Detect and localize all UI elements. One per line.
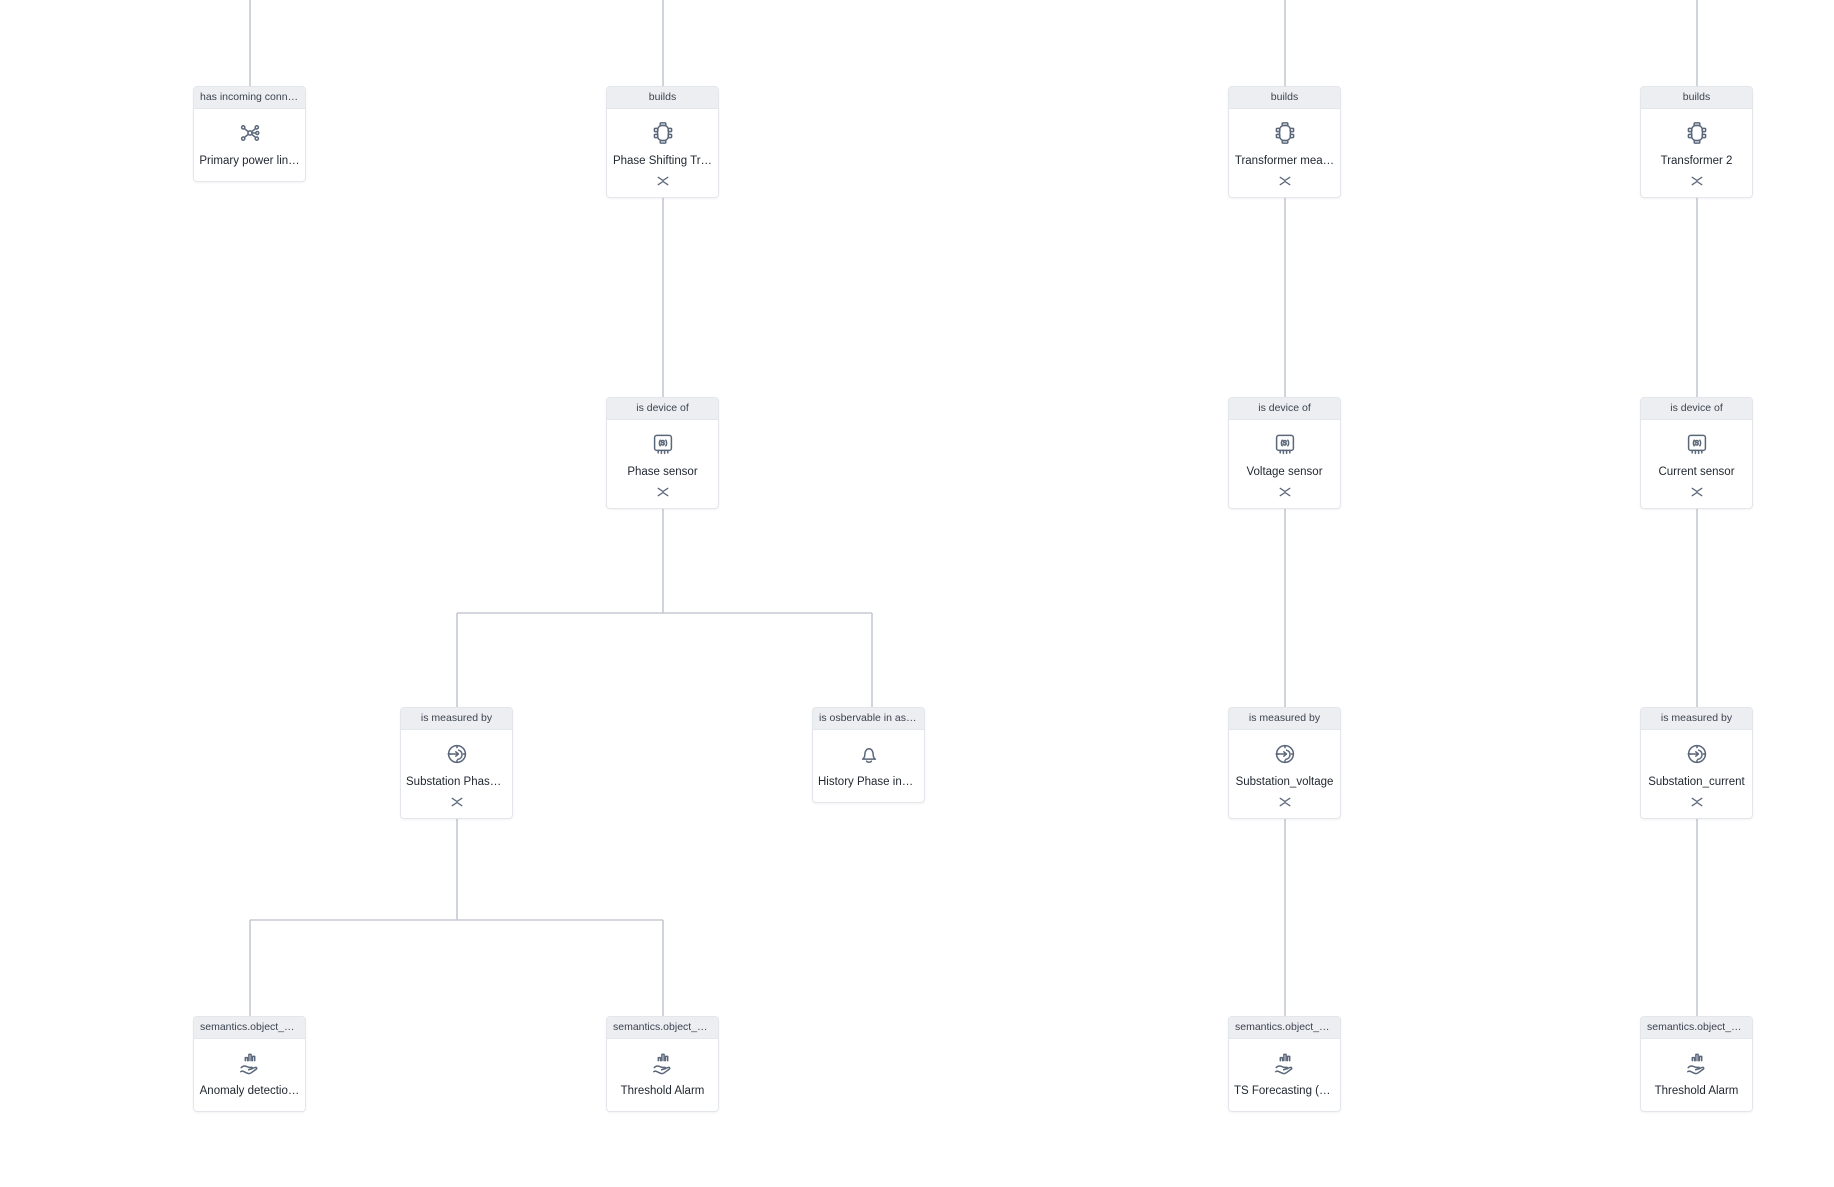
node-body-substation-voltage: Substation_voltage (1229, 730, 1340, 819)
collapse-chevron-icon[interactable] (655, 486, 671, 498)
node-label-substation-phase: Substation Phase… (406, 775, 507, 788)
node-body-history-phase-inactive: History Phase ina… (813, 730, 924, 803)
hand-chart-icon (1685, 1051, 1709, 1075)
node-label-voltage-sensor: Voltage sensor (1246, 465, 1323, 478)
node-body-threshold-alarm-current: Threshold Alarm (1641, 1039, 1752, 1112)
node-body-current-sensor: Current sensor (1641, 420, 1752, 509)
node-header-substation-phase: is measured by (401, 708, 512, 730)
node-label-transformer-measurement: Transformer mea… (1234, 154, 1335, 167)
graph-node-substation-voltage[interactable]: is measured by Substation_voltage (1228, 707, 1341, 819)
graph-node-phase-sensor[interactable]: is device of Phase sensor (606, 397, 719, 509)
node-label-primary-power-line: Primary power lin… (199, 154, 300, 167)
node-header-ts-forecasting: semantics.object_pr… (1229, 1017, 1340, 1039)
hand-chart-icon (238, 1051, 262, 1075)
graph-node-history-phase-inactive[interactable]: is osbervable in asset History Phase ina… (812, 707, 925, 803)
collapse-chevron-icon[interactable] (1277, 486, 1293, 498)
measurement-gauge-icon (1273, 742, 1297, 766)
node-label-threshold-alarm-phase: Threshold Alarm (620, 1084, 705, 1097)
transformer-icon (1273, 121, 1297, 145)
node-body-ts-forecasting: TS Forecasting (L… (1229, 1039, 1340, 1112)
node-label-phase-shifting-transformer: Phase Shifting Tr… (612, 154, 713, 167)
graph-node-threshold-alarm-current[interactable]: semantics.object_pr… Threshold Alarm (1640, 1016, 1753, 1112)
node-body-phase-sensor: Phase sensor (607, 420, 718, 509)
node-body-voltage-sensor: Voltage sensor (1229, 420, 1340, 509)
node-header-substation-current: is measured by (1641, 708, 1752, 730)
sensor-chip-icon (651, 432, 675, 456)
node-header-transformer-2: builds (1641, 87, 1752, 109)
node-label-anomaly-detection: Anomaly detectio… (199, 1084, 300, 1097)
node-body-threshold-alarm-phase: Threshold Alarm (607, 1039, 718, 1112)
node-header-voltage-sensor: is device of (1229, 398, 1340, 420)
node-body-primary-power-line: Primary power lin… (194, 109, 305, 182)
collapse-chevron-icon[interactable] (1689, 486, 1705, 498)
node-label-threshold-alarm-current: Threshold Alarm (1654, 1084, 1739, 1097)
sensor-chip-icon (1685, 432, 1709, 456)
graph-node-substation-phase[interactable]: is measured by Substation Phase… (400, 707, 513, 819)
graph-node-current-sensor[interactable]: is device of Current sensor (1640, 397, 1753, 509)
node-label-phase-sensor: Phase sensor (627, 465, 698, 478)
measurement-gauge-icon (445, 742, 469, 766)
node-header-threshold-alarm-current: semantics.object_pr… (1641, 1017, 1752, 1039)
graph-node-transformer-2[interactable]: builds Transformer 2 (1640, 86, 1753, 198)
node-label-current-sensor: Current sensor (1658, 465, 1735, 478)
node-header-phase-sensor: is device of (607, 398, 718, 420)
graph-node-ts-forecasting[interactable]: semantics.object_pr… TS Forecasting (L… (1228, 1016, 1341, 1112)
node-label-substation-current: Substation_current (1648, 775, 1745, 788)
collapse-chevron-icon[interactable] (1277, 796, 1293, 808)
transformer-icon (651, 121, 675, 145)
node-header-history-phase-inactive: is osbervable in asset (813, 708, 924, 730)
node-label-ts-forecasting: TS Forecasting (L… (1234, 1084, 1335, 1097)
node-body-transformer-2: Transformer 2 (1641, 109, 1752, 198)
graph-node-substation-current[interactable]: is measured by Substation_current (1640, 707, 1753, 819)
node-body-substation-phase: Substation Phase… (401, 730, 512, 819)
node-label-history-phase-inactive: History Phase ina… (818, 775, 919, 788)
node-header-substation-voltage: is measured by (1229, 708, 1340, 730)
graph-node-primary-power-line[interactable]: has incoming conne… Primary power lin… (193, 86, 306, 182)
measurement-gauge-icon (1685, 742, 1709, 766)
collapse-chevron-icon[interactable] (655, 175, 671, 187)
node-label-substation-voltage: Substation_voltage (1235, 775, 1334, 788)
collapse-chevron-icon[interactable] (449, 796, 465, 808)
graph-node-anomaly-detection[interactable]: semantics.object_pr… Anomaly detectio… (193, 1016, 306, 1112)
graph-node-threshold-alarm-phase[interactable]: semantics.object_pr… Threshold Alarm (606, 1016, 719, 1112)
collapse-chevron-icon[interactable] (1689, 796, 1705, 808)
node-body-substation-current: Substation_current (1641, 730, 1752, 819)
node-body-anomaly-detection: Anomaly detectio… (194, 1039, 305, 1112)
node-header-anomaly-detection: semantics.object_pr… (194, 1017, 305, 1039)
node-body-phase-shifting-transformer: Phase Shifting Tr… (607, 109, 718, 198)
node-header-primary-power-line: has incoming conne… (194, 87, 305, 109)
node-header-phase-shifting-transformer: builds (607, 87, 718, 109)
network-hub-icon (238, 121, 262, 145)
node-label-transformer-2: Transformer 2 (1660, 154, 1733, 167)
bell-icon (857, 742, 881, 766)
transformer-icon (1685, 121, 1709, 145)
graph-node-voltage-sensor[interactable]: is device of Voltage sensor (1228, 397, 1341, 509)
graph-node-phase-shifting-transformer[interactable]: builds Phase Shifting Tr… (606, 86, 719, 198)
hand-chart-icon (651, 1051, 675, 1075)
node-header-threshold-alarm-phase: semantics.object_pr… (607, 1017, 718, 1039)
collapse-chevron-icon[interactable] (1689, 175, 1705, 187)
graph-node-transformer-measurement[interactable]: builds Transformer mea… (1228, 86, 1341, 198)
node-header-current-sensor: is device of (1641, 398, 1752, 420)
collapse-chevron-icon[interactable] (1277, 175, 1293, 187)
node-body-transformer-measurement: Transformer mea… (1229, 109, 1340, 198)
sensor-chip-icon (1273, 432, 1297, 456)
hand-chart-icon (1273, 1051, 1297, 1075)
node-header-transformer-measurement: builds (1229, 87, 1340, 109)
